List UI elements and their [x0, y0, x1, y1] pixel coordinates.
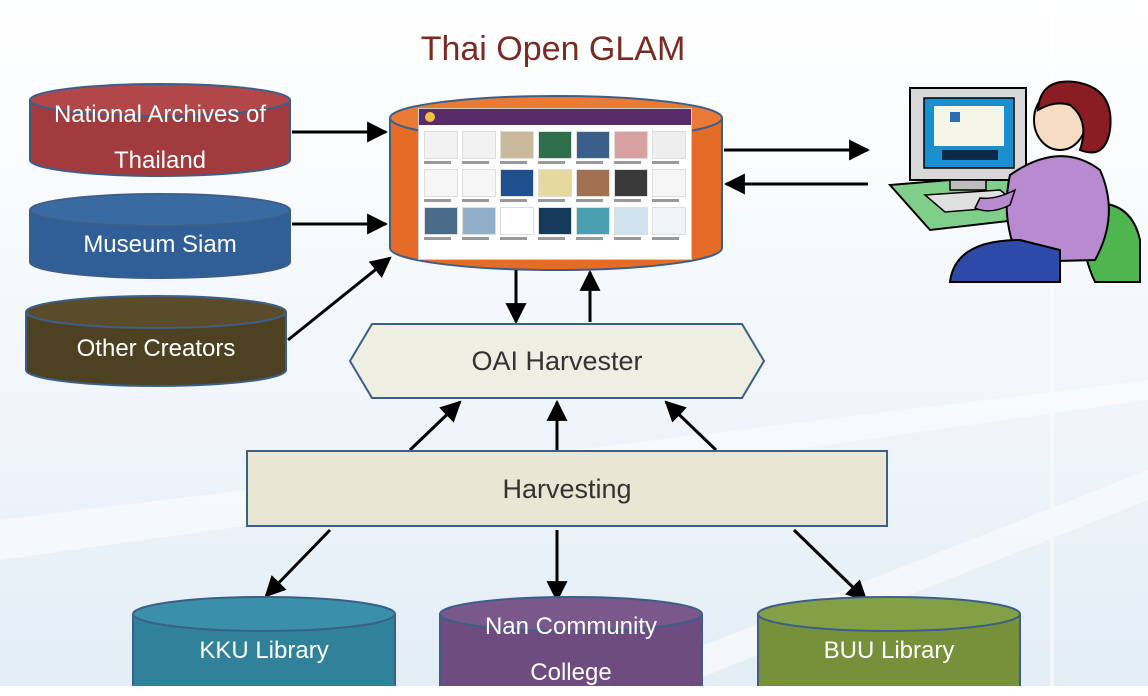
arrow-harvesting-to-buu: [792, 528, 868, 602]
portal-thumbnail: [462, 131, 496, 164]
portal-header: [419, 109, 691, 125]
provider-label-buu: BUU Library: [823, 637, 955, 664]
portal-thumbnail: [614, 169, 648, 202]
portal-thumbnail: [538, 131, 572, 164]
portal-thumbnail-grid: [419, 125, 691, 246]
arrow-harvesting-to-kku: [264, 528, 332, 598]
user-at-computer-icon: [887, 80, 1141, 283]
portal-thumbnail: [576, 207, 610, 240]
portal-thumbnail: [424, 131, 458, 164]
portal-screenshot: [418, 108, 692, 260]
provider-cylinder-nan: [439, 596, 703, 686]
arrow-other-to-repository: [287, 256, 392, 342]
source-cylinder-national-archives: [29, 83, 291, 177]
portal-thumbnail: [576, 169, 610, 202]
harvesting-box: [246, 450, 888, 527]
portal-thumbnail: [652, 169, 686, 202]
portal-thumbnail: [538, 169, 572, 202]
portal-thumbnail: [614, 207, 648, 240]
portal-thumbnail: [462, 207, 496, 240]
portal-thumbnail: [652, 131, 686, 164]
source-cylinder-other-creators: [25, 295, 287, 387]
portal-thumbnail: [424, 207, 458, 240]
portal-logo-icon: [425, 112, 435, 122]
portal-thumbnail: [652, 207, 686, 240]
provider-cylinder-buu: [757, 596, 1021, 686]
portal-thumbnail: [424, 169, 458, 202]
arrow-harvesting-to-harvester-right: [664, 400, 718, 452]
source-cylinder-museum-siam: [29, 193, 291, 279]
diagram-title: Thai Open GLAM: [420, 30, 686, 68]
portal-thumbnail: [462, 169, 496, 202]
portal-thumbnail: [500, 131, 534, 164]
provider-label-kku: KKU Library: [199, 637, 329, 664]
portal-thumbnail: [576, 131, 610, 164]
provider-label-nan: Nan Community College: [484, 613, 658, 686]
source-label-national-archives: National Archives of Thailand: [53, 101, 267, 174]
source-label-museum-siam: Museum Siam: [83, 231, 237, 258]
portal-thumbnail: [500, 169, 534, 202]
portal-thumbnail: [500, 207, 534, 240]
source-label-other-creators: Other Creators: [76, 335, 236, 362]
oai-harvester-shape: [348, 323, 766, 399]
harvesting-label: Harvesting: [502, 474, 632, 504]
portal-thumbnail: [614, 131, 648, 164]
provider-cylinder-kku: [132, 596, 396, 686]
portal-thumbnail: [538, 207, 572, 240]
arrow-harvesting-to-harvester-left: [408, 400, 462, 452]
oai-harvester-label: OAI Harvester: [471, 346, 643, 376]
